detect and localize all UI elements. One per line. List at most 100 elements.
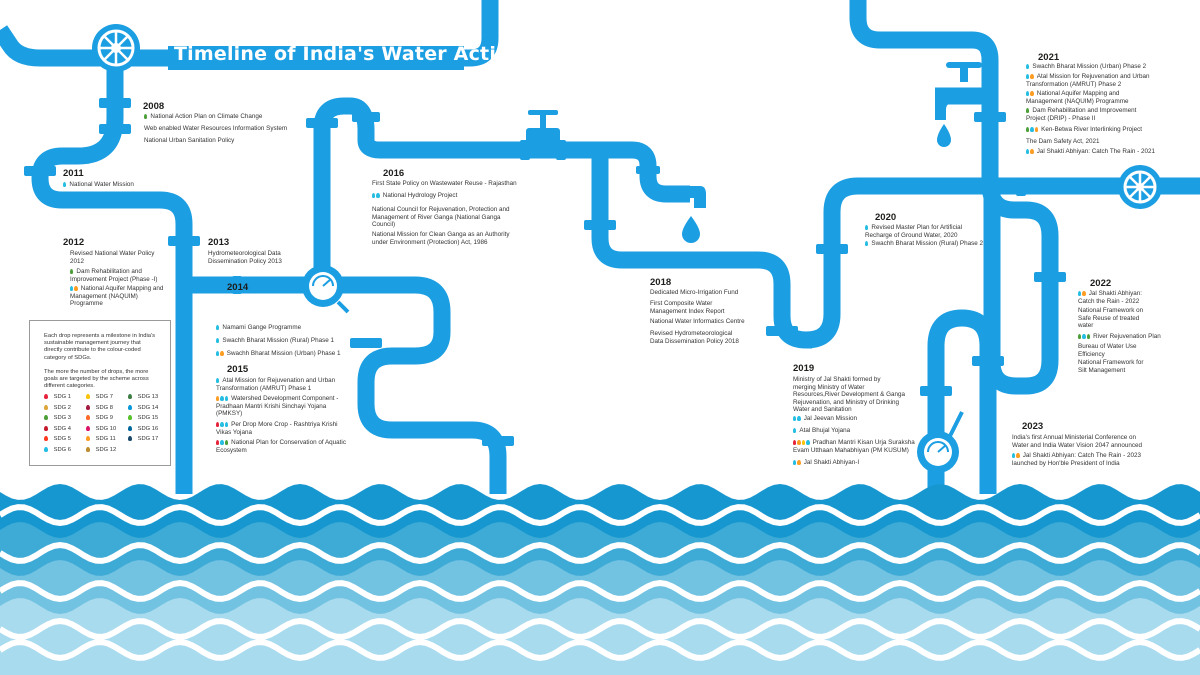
milestone-text: Ken-Betwa River Interlinking Project (1041, 126, 1142, 133)
sdg-drop-icon (797, 416, 801, 421)
sdg-drop-icon (44, 425, 48, 431)
milestone-2023: India's first Annual Ministerial Confere… (1012, 434, 1142, 449)
milestone-2014: Swachh Bharat Mission (Urban) Phase 1 (216, 350, 341, 358)
milestone-text: Dam Rehabilitation and Improvement Proje… (70, 268, 158, 283)
sdg-drops (216, 421, 229, 429)
sdg-drop-icon (376, 193, 380, 198)
valve-wheel-icon (92, 24, 140, 72)
milestone-text: Jal Shakti Abhiyan-I (803, 459, 860, 466)
sdg-drop-icon (44, 394, 48, 400)
milestone-2018: National Water Informatics Centre (650, 318, 745, 326)
milestone-2022: Bureau of Water Use Efficiency (1078, 343, 1137, 358)
sdg-drop-icon (216, 422, 220, 427)
milestone-2023: Jal Shakti Abhiyan: Catch The Rain - 202… (1012, 452, 1141, 467)
milestone-text: Swachh Bharat Mission (Urban) Phase 1 (226, 350, 341, 357)
wave-divider (0, 579, 1200, 603)
milestone-2016: National Council for Rejuvenation, Prote… (372, 206, 510, 229)
pipe-right-loop (981, 60, 1059, 395)
milestone-2015: Watershed Development Component - Pradha… (216, 395, 338, 418)
year-label-2018: 2018 (650, 277, 672, 288)
milestone-2022: National Framework for Silt Management (1078, 359, 1143, 374)
sdg-drop-icon (128, 404, 132, 410)
legend-item: SDG 7 (86, 394, 113, 400)
wave-divider (0, 541, 1200, 565)
milestone-2021: Ken-Betwa River Interlinking Project (1026, 126, 1142, 134)
milestone-2012: National Aquifer Mapping and Management … (70, 285, 163, 308)
pipe-2019-arch (927, 309, 997, 494)
milestone-text: National Urban Sanitation Policy (144, 137, 235, 144)
milestone-text: Namami Gange Programme (222, 324, 302, 331)
sdg-drop-icon (224, 396, 229, 401)
sdg-drop-icon (865, 225, 869, 230)
legend-label: SDG 4 (53, 425, 71, 432)
water-drop-icon (682, 216, 700, 243)
milestone-2013: Hydrometeorological Data Dissemination P… (208, 250, 282, 265)
valve-wheel-icon (1118, 165, 1162, 209)
sdg-drop-icon (128, 394, 132, 400)
sdg-drops (793, 459, 802, 467)
pipe-left-descent (31, 60, 193, 494)
water-tap-icon (670, 186, 706, 208)
milestone-2008: Web enabled Water Resources Information … (144, 125, 287, 133)
milestone-2015: Per Drop More Crop - Rashtriya Krishi Vi… (216, 421, 338, 436)
sdg-drop-icon (1082, 291, 1086, 296)
sdg-drops (1026, 63, 1030, 71)
pressure-gauge-icon (917, 411, 964, 473)
year-label-2019: 2019 (793, 363, 815, 374)
milestone-text: Revised Hydrometeorological Data Dissemi… (650, 330, 739, 345)
legend-item: SDG 14 (128, 404, 158, 411)
milestone-2012: Dam Rehabilitation and Improvement Proje… (70, 268, 158, 283)
milestone-2019: Pradhan Mantri Kisan Urja Suraksha Evam … (793, 439, 915, 454)
sdg-drop-icon (797, 440, 801, 445)
title-banner (168, 46, 464, 70)
milestone-2016: First State Policy on Wastewater Reuse -… (372, 180, 517, 188)
sdg-drops (372, 192, 381, 200)
milestone-text: The Dam Safety Act, 2021 (1026, 138, 1100, 145)
sdg-drop-icon (128, 436, 132, 442)
milestone-text: Swachh Bharat Mission (Urban) Phase 2 (1032, 63, 1147, 70)
legend-label: SDG 13 (137, 394, 159, 401)
sdg-drops (1026, 90, 1035, 98)
sdg-drops (865, 224, 869, 232)
sdg-drop-icon (1078, 291, 1082, 296)
sdg-drops (793, 415, 802, 423)
sdg-drop-icon (216, 325, 220, 330)
milestone-text: India's first Annual Ministerial Confere… (1012, 434, 1142, 449)
year-label-2020: 2020 (875, 212, 897, 223)
milestone-2020: Revised Master Plan for Artificial Recha… (865, 224, 962, 239)
milestone-text: National Council for Rejuvenation, Prote… (372, 206, 510, 229)
sdg-drop-icon (86, 404, 90, 410)
milestone-2020: Swachh Bharat Mission (Rural) Phase 2 (865, 240, 983, 248)
milestone-text: Web enabled Water Resources Information … (144, 125, 288, 132)
legend-label: SDG 3 (53, 415, 71, 422)
sdg-drop-icon (797, 460, 801, 465)
pipe-2020 (805, 177, 1200, 349)
legend-label: SDG 10 (95, 425, 117, 432)
legend-label: SDG 7 (95, 394, 113, 401)
legend-label: SDG 1 (53, 394, 71, 401)
sdg-drop-icon (63, 182, 67, 187)
sdg-drop-icon (144, 114, 148, 119)
milestone-text: National Plan for Conservation of Aquati… (216, 439, 346, 454)
legend-item: SDG 9 (86, 415, 113, 421)
sdg-drops (70, 268, 74, 276)
milestone-text: Jal Shakti Abhiyan: Catch The Rain - 202… (1036, 148, 1155, 155)
milestone-2016: National Mission for Clean Ganga as an A… (372, 231, 510, 246)
sdg-drop-icon (1086, 334, 1091, 339)
sdg-drops (865, 240, 869, 248)
sdg-drop-icon (128, 425, 132, 431)
milestone-2019: Jal Shakti Abhiyan-I (793, 459, 859, 467)
milestone-text: First Composite Water Management Index R… (650, 300, 725, 315)
page-title: Timeline of India's Water Action (174, 43, 524, 65)
milestone-text: Atal Mission for Rejuvenation and Urban … (216, 377, 336, 392)
sdg-drop-icon (216, 378, 220, 383)
legend-label: SDG 2 (53, 404, 71, 411)
sdg-drop-icon (220, 440, 224, 445)
pipe-top-right (849, 0, 999, 61)
milestone-text: Swachh Bharat Mission (Rural) Phase 1 (222, 337, 335, 344)
legend-label: SDG 6 (53, 446, 71, 453)
legend-intro: Each drop represents a milestone in Indi… (44, 333, 155, 390)
sdg-drops (216, 395, 229, 403)
milestone-text: First State Policy on Wastewater Reuse -… (372, 180, 517, 187)
